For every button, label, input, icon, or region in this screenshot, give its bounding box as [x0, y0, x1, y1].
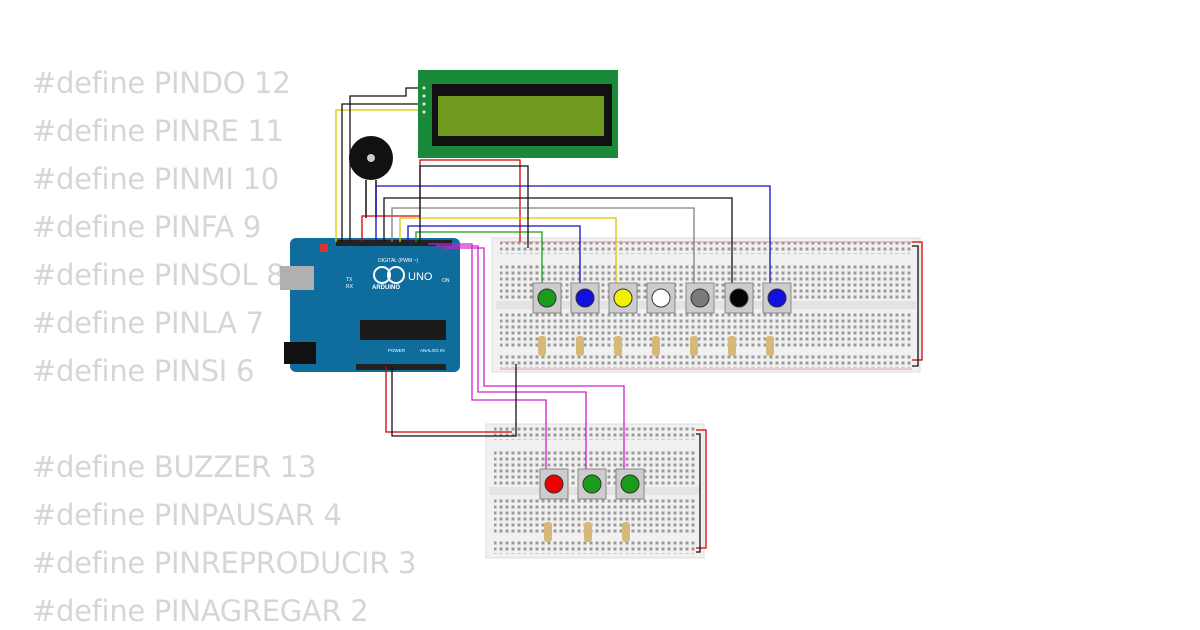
- main-breadboard: [491, 237, 921, 373]
- push-button: [613, 288, 633, 308]
- define-line: #define PINSI 6: [32, 354, 255, 388]
- define-line: #define PINAGREGAR 2: [32, 594, 369, 628]
- define-line: #define PINREPRODUCIR 3: [32, 546, 417, 580]
- arduino-model-label: UNO: [408, 271, 433, 283]
- push-button: [544, 474, 564, 494]
- main-push-buttons: [532, 282, 792, 314]
- arduino-logo-icon: [373, 266, 391, 284]
- usb-port: [280, 266, 314, 290]
- resistors-main: [538, 336, 774, 356]
- power-label: POWER: [388, 348, 406, 353]
- define-line: #define PINRE 11: [32, 114, 284, 148]
- push-button: [729, 288, 749, 308]
- wires: [335, 87, 923, 553]
- on-label: ON: [442, 278, 450, 284]
- lcd-screen: [438, 96, 604, 136]
- control-push-buttons: [539, 468, 645, 500]
- digital-header: [336, 240, 452, 246]
- digital-label: DIGITAL (PWM ~): [378, 258, 418, 264]
- push-button: [767, 288, 787, 308]
- arduino-uno: UNO ARDUINO DIGITAL (PWM ~) POWER ANALOG…: [280, 238, 460, 372]
- push-button: [537, 288, 557, 308]
- define-line: #define PINPAUSAR 4: [32, 498, 342, 532]
- analog-label: ANALOG IN: [420, 348, 445, 353]
- push-button: [582, 474, 602, 494]
- buzzer: [349, 136, 393, 218]
- power-jack: [284, 342, 316, 364]
- define-line: #define PINLA 7: [32, 306, 264, 340]
- rx-label: RX: [346, 284, 354, 290]
- lcd-display: [418, 70, 618, 158]
- define-line: #define PINFA 9: [32, 210, 262, 244]
- push-button: [690, 288, 710, 308]
- push-button: [620, 474, 640, 494]
- arduino-brand-label: ARDUINO: [372, 285, 400, 291]
- tx-label: TX: [346, 277, 353, 283]
- reset-button: [320, 244, 328, 252]
- push-button: [651, 288, 671, 308]
- define-line: #define PINDO 12: [32, 66, 291, 100]
- define-line: #define BUZZER 13: [32, 450, 317, 484]
- define-line: #define PINMI 10: [32, 162, 279, 196]
- define-line: #define PINSOL 8: [32, 258, 285, 292]
- power-analog-header: [356, 364, 446, 370]
- microcontroller-chip: [360, 320, 446, 340]
- resistors-control: [544, 522, 630, 542]
- push-button: [575, 288, 595, 308]
